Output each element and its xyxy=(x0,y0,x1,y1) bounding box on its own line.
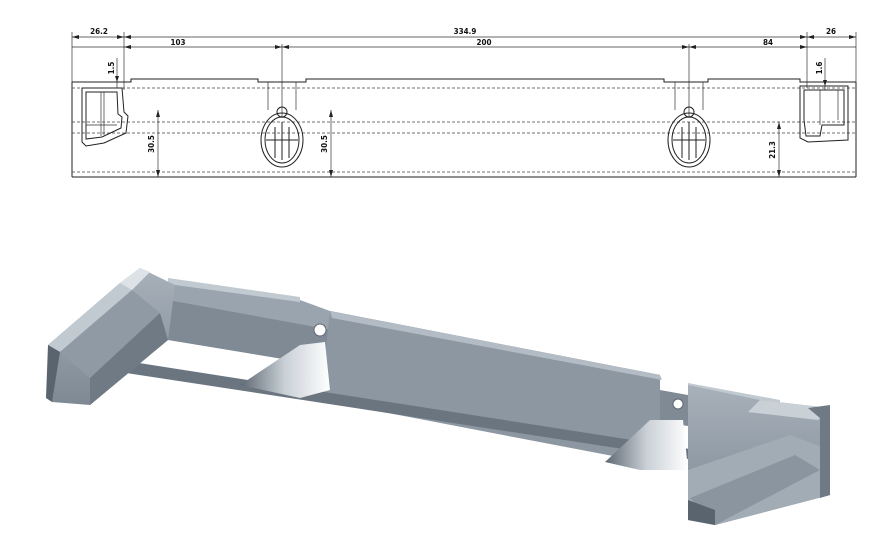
orthographic-view: 26.2 334.9 26 103 200 84 1.5 1.6 30.5 30… xyxy=(71,27,857,178)
dim-21-3: 21.3 xyxy=(768,141,777,159)
dim-30-5-mid: 30.5 xyxy=(320,135,329,153)
dim-200: 200 xyxy=(476,38,491,47)
tube-left xyxy=(240,323,330,398)
left-end-bracket xyxy=(46,268,175,405)
left-end-profile xyxy=(81,87,129,147)
tube-right xyxy=(605,398,688,470)
dim-1-6: 1.6 xyxy=(815,62,824,75)
dim-26: 26 xyxy=(826,27,836,36)
dim-26-2: 26.2 xyxy=(90,27,108,36)
dim-103: 103 xyxy=(170,38,185,47)
dim-30-5-left: 30.5 xyxy=(147,135,156,153)
dim-1-5: 1.5 xyxy=(107,62,116,75)
dim-84: 84 xyxy=(763,38,773,47)
dim-334-9: 334.9 xyxy=(454,27,477,36)
oval-cutout-left xyxy=(260,106,304,168)
part-outline xyxy=(71,78,857,178)
right-end-profile xyxy=(799,85,849,143)
vertical-dimensions xyxy=(115,58,827,177)
oval-cutout-right xyxy=(667,106,711,168)
dimension-labels: 26.2 334.9 26 103 200 84 1.5 1.6 30.5 30… xyxy=(90,27,836,159)
right-end-bracket xyxy=(688,385,830,525)
dimension-lines xyxy=(71,32,857,118)
